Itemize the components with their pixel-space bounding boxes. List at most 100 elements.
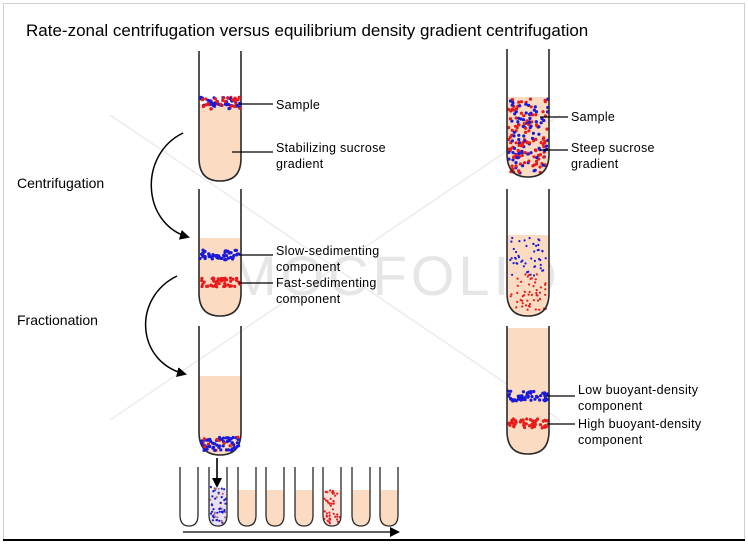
particle-dot [534,281,537,284]
particle-dot [236,435,240,439]
particle-dot [512,262,515,265]
particle-dot [222,254,227,258]
particle-dot [527,293,530,296]
particle-dot [213,102,217,106]
particle-dot [528,273,531,276]
particle-dot [212,516,215,519]
particle-dot [532,242,535,245]
particle-dot [521,302,524,305]
particle-dot [525,119,529,123]
particle-dot [331,508,334,511]
particle-dot [537,238,540,241]
particle-dot [537,257,541,261]
particle-dot [516,284,519,287]
particle-dot [510,418,514,423]
particle-dot [511,151,515,155]
particle-dot [539,121,543,125]
particle-dot [524,273,527,276]
mixed-sample [506,97,550,175]
particle-dot [518,104,522,108]
particle-dot [227,107,231,111]
particle-dot [527,103,531,107]
particle-dot [527,424,532,428]
particle-dot [229,437,233,441]
particle-dot [522,265,526,268]
particle-dot [514,116,518,120]
particle-dot [510,164,514,168]
particle-dot [515,306,518,309]
rz-fast-label-1: Fast-sedimenting [276,276,377,290]
particle-dot [535,156,539,160]
particle-dot [534,394,539,398]
particle-dot [332,492,335,495]
rate-zonal-column: Centrifugation Fractionation Sample Stab… [17,51,400,537]
particle-dot [213,97,217,101]
particle-dot [203,445,207,449]
particle-dot [524,102,528,106]
particle-dot [213,511,217,514]
particle-dot [232,445,236,450]
red-migrating [509,273,547,311]
particle-dot [229,255,233,259]
particle-dot [539,394,543,398]
particle-dot [224,497,227,500]
particle-dot [517,100,521,104]
particle-dot [208,437,212,441]
particle-dot [517,256,521,259]
particle-dot [529,398,533,402]
eq-low-label-2: component [578,399,643,413]
particle-dot [229,279,233,283]
particle-dot [211,441,215,445]
particle-dot [524,262,527,265]
particle-dot [514,161,518,165]
particle-dot [329,504,332,507]
particle-dot [507,422,511,426]
particle-dot [537,125,541,129]
particle-dot [507,392,511,396]
particle-dot [230,448,234,452]
particle-dot [520,153,524,158]
particle-dot [524,130,528,134]
particle-dot [224,516,227,519]
eq-high-label-2: component [578,433,643,447]
particle-dot [514,110,518,114]
particle-dot [228,284,232,288]
particle-dot [211,495,214,498]
particle-dot [211,510,214,513]
particle-dot [212,277,216,281]
particle-dot [523,396,527,400]
fraction-tube-8 [379,467,399,527]
rz-sample-label: Sample [276,98,320,112]
particle-dot [327,501,330,504]
particle-dot [220,487,223,490]
particle-dot [541,391,545,395]
particle-dot [540,117,544,121]
particle-dot [514,141,518,145]
particle-dot [521,143,525,147]
particle-dot [200,284,204,289]
particle-dot [539,298,542,301]
rz-slow-label-2: component [276,260,341,274]
particle-dot [541,110,545,114]
particle-dot [214,282,218,286]
particle-dot [200,252,204,256]
particle-dot [214,497,217,500]
particle-dot [324,490,327,493]
particle-dot [517,116,521,120]
particle-dot [536,417,540,421]
particle-dot [209,512,213,515]
particle-dot [511,158,515,162]
particle-dot [521,305,524,308]
particle-dot [537,248,540,251]
particle-dot [334,515,337,518]
particle-dot [198,256,202,261]
particle-dot [199,95,203,99]
particle-dot [522,134,526,138]
particle-dot [224,502,227,505]
particle-dot [529,390,533,394]
particle-dot [543,139,547,143]
particle-dot [535,273,538,276]
particle-dot [528,302,532,306]
particle-dot [511,236,514,240]
particle-dot [231,98,235,102]
